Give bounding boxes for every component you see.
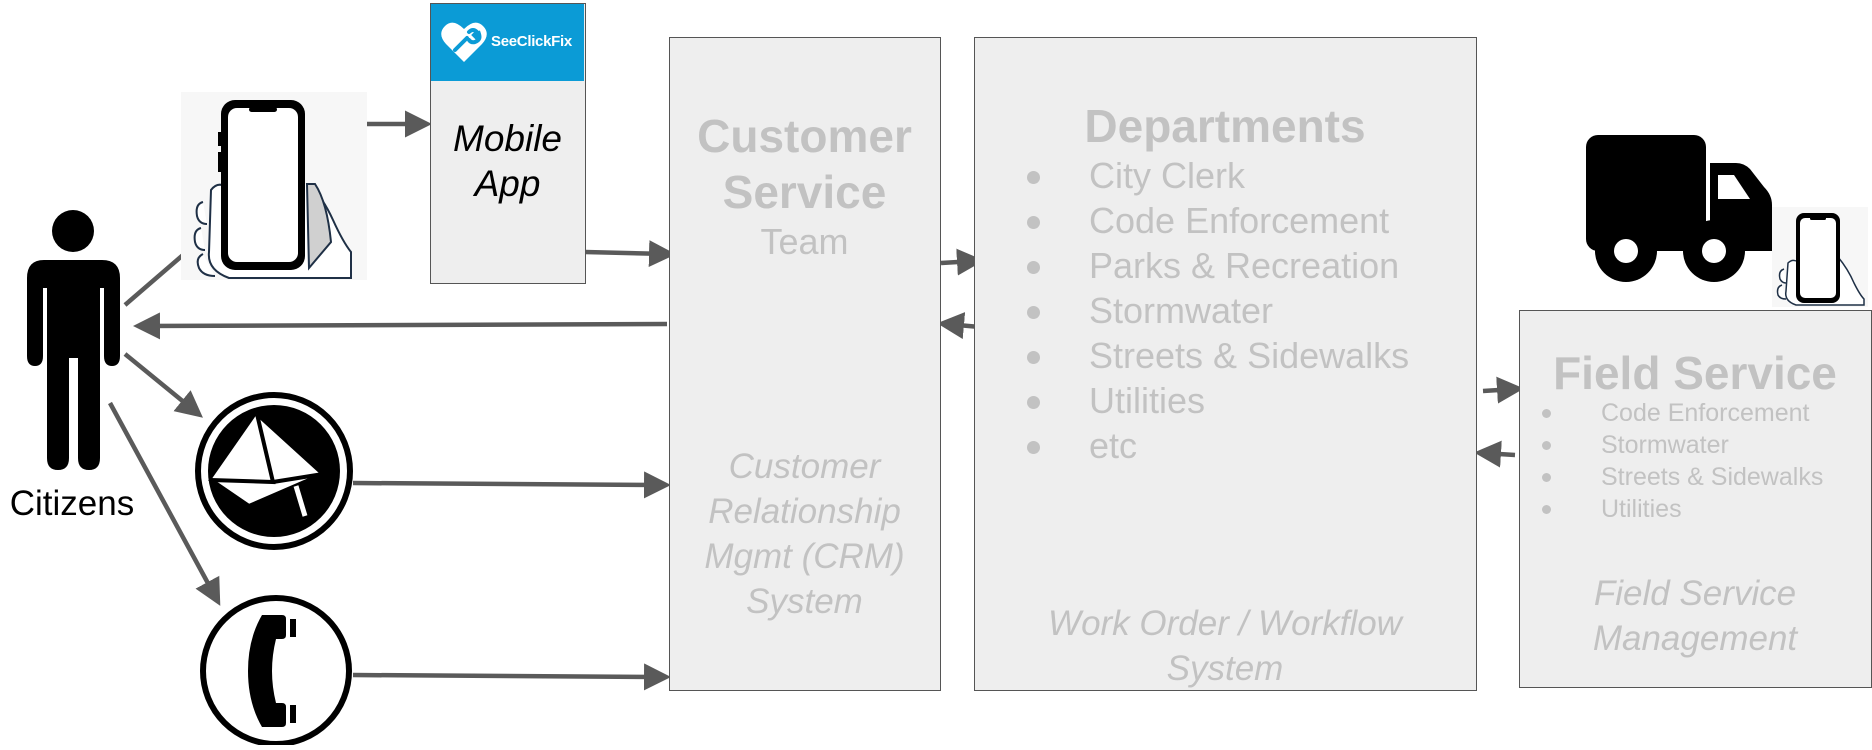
phone-hand-image — [181, 92, 367, 280]
arrow-csr-to-departments — [940, 248, 984, 276]
customer-service-title-line2: Service — [722, 166, 887, 218]
department-item: etc — [975, 423, 1475, 468]
arrow-citizen-to-email — [123, 352, 203, 418]
mobile-app-title-line2: App — [474, 163, 541, 204]
departments-box: Departments City Clerk Code Enforcement … — [974, 37, 1477, 691]
departments-title: Departments — [1084, 100, 1366, 152]
arrow-phone-to-csr — [352, 663, 671, 691]
crm-system-line1: Customer — [728, 447, 881, 486]
truck-icon — [1586, 135, 1774, 282]
crm-system-label: Customer Relationship Mgmt (CRM) System — [670, 444, 939, 624]
field-service-management-line2: Management — [1592, 619, 1798, 658]
crm-system-line4: System — [746, 582, 863, 621]
arrow-csr-to-citizen — [133, 312, 668, 340]
mobile-app-title: Mobile App — [431, 116, 584, 206]
departments-list: City Clerk Code Enforcement Parks & Recr… — [975, 153, 1475, 468]
department-item: Utilities — [975, 378, 1475, 423]
field-service-item: Stormwater — [1520, 429, 1870, 461]
department-item: Stormwater — [975, 288, 1475, 333]
arrow-field-to-departments — [1474, 440, 1516, 468]
work-order-system-label: Work Order / Workflow System — [975, 601, 1475, 691]
field-service-list: Code Enforcement Stormwater Streets & Si… — [1520, 397, 1870, 525]
field-service-management-line1: Field Service — [1593, 574, 1797, 613]
citizen-figure — [24, 208, 124, 472]
field-phone-image — [1772, 207, 1868, 307]
person-icon — [27, 210, 120, 470]
customer-service-title: Customer Service — [670, 108, 939, 220]
field-service-item: Code Enforcement — [1520, 397, 1870, 429]
mobile-app-box: SeeClickFix Mobile App — [430, 3, 586, 284]
work-order-system-line1: Work Order / Workflow — [1048, 604, 1402, 643]
crm-system-line3: Mgmt (CRM) — [704, 537, 905, 576]
field-service-management-label: Field Service Management — [1520, 571, 1870, 661]
field-truck — [1584, 133, 1774, 285]
email-icon — [195, 392, 353, 550]
arrow-app-to-csr — [584, 240, 676, 268]
arrow-departments-to-field — [1482, 376, 1524, 404]
phone-channel — [198, 593, 354, 747]
citizens-label: Citizens — [9, 484, 135, 523]
department-item: City Clerk — [975, 153, 1475, 198]
field-service-item: Streets & Sidewalks — [1520, 461, 1870, 493]
seeclickfix-banner: SeeClickFix — [431, 4, 584, 81]
crm-system-line2: Relationship — [708, 492, 901, 531]
department-item: Code Enforcement — [975, 198, 1475, 243]
field-service-item: Utilities — [1520, 493, 1870, 525]
customer-service-subtitle: Team — [760, 221, 849, 262]
seeclickfix-logo-icon — [441, 22, 487, 63]
customer-service-box: Customer Service Team Customer Relations… — [669, 37, 941, 691]
mobile-app-title-line1: Mobile — [453, 118, 562, 159]
work-order-system-line2: System — [1166, 649, 1284, 688]
field-service-title: Field Service — [1553, 347, 1837, 399]
smartphone-hand-icon — [1776, 213, 1865, 306]
customer-service-title-line1: Customer — [697, 110, 912, 162]
field-service-box: Field Service Code Enforcement Stormwate… — [1519, 310, 1872, 688]
department-item: Streets & Sidewalks — [975, 333, 1475, 378]
arrow-email-to-csr — [352, 471, 671, 499]
email-channel — [193, 390, 355, 552]
arrow-citizen-to-phone — [108, 401, 221, 606]
department-item: Parks & Recreation — [975, 243, 1475, 288]
seeclickfix-brand: SeeClickFix — [491, 33, 572, 50]
smartphone-hand-icon — [193, 100, 352, 279]
phone-icon — [200, 595, 352, 747]
